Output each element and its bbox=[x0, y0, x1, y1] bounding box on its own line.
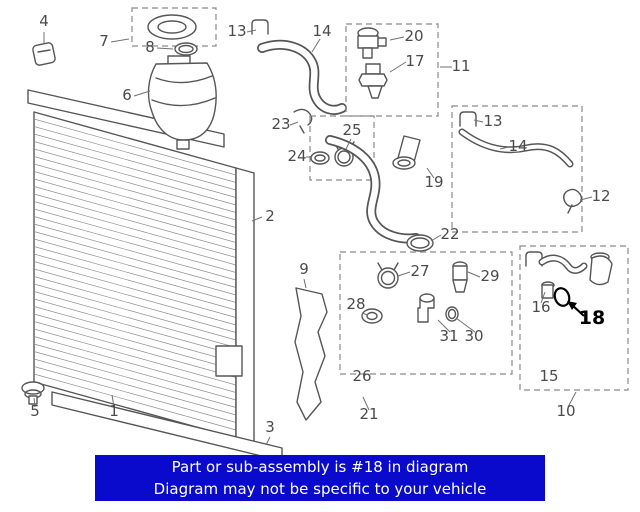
wire-clip-23 bbox=[293, 108, 313, 126]
highlight-arrow bbox=[567, 301, 585, 317]
shroud-bracket bbox=[294, 287, 328, 421]
elbow-fitting-right bbox=[589, 252, 613, 286]
hose-clamp-top bbox=[525, 251, 543, 267]
cap-seal-ring bbox=[174, 42, 198, 56]
spring-clamp-27 bbox=[377, 262, 399, 289]
upper-hose-group bbox=[251, 19, 347, 115]
reservoir-cap bbox=[147, 14, 197, 40]
mount-bracket-part bbox=[32, 42, 56, 66]
part-label-27: 27 bbox=[410, 262, 429, 280]
part-label-12: 12 bbox=[591, 187, 610, 205]
part-label-29: 29 bbox=[480, 267, 499, 285]
part-label-2: 2 bbox=[265, 207, 275, 225]
fitting-dashed-box bbox=[339, 251, 513, 375]
radiator-assembly bbox=[27, 89, 283, 462]
right-hose-group bbox=[451, 105, 583, 233]
flange-dashed-box bbox=[345, 23, 439, 117]
part-label-18-highlighted: 18 bbox=[579, 307, 605, 329]
tee-fitting-part bbox=[357, 27, 387, 59]
hose-clamp-13a bbox=[251, 19, 269, 35]
part-label-17: 17 bbox=[405, 52, 424, 70]
banner-line-2: Diagram may not be specific to your vehi… bbox=[153, 480, 487, 498]
part-label-9: 9 bbox=[299, 260, 309, 278]
part-label-3: 3 bbox=[265, 418, 275, 436]
highlighted-oring-18 bbox=[553, 287, 571, 307]
thermostat-housing-part bbox=[392, 135, 421, 170]
clamp-dashed-box bbox=[309, 115, 375, 181]
flange-sensor-group bbox=[345, 23, 439, 170]
part-label-11: 11 bbox=[451, 57, 470, 75]
part-label-13b: 13 bbox=[483, 112, 502, 130]
spring-clamp-25 bbox=[333, 141, 355, 167]
part-label-19: 19 bbox=[424, 173, 443, 191]
banner-line-1: Part or sub-assembly is #18 in diagram bbox=[171, 458, 469, 476]
radiator-bracket bbox=[215, 345, 243, 377]
part-label-15: 15 bbox=[539, 367, 558, 385]
fitting-group-26 bbox=[339, 251, 513, 375]
clip-clamp-group bbox=[293, 108, 375, 181]
part-label-14b: 14 bbox=[508, 137, 527, 155]
part-label-5: 5 bbox=[30, 402, 40, 420]
part-label-26: 26 bbox=[352, 367, 371, 385]
hose-clamp-13b bbox=[459, 111, 477, 127]
part-label-6: 6 bbox=[122, 86, 132, 104]
expansion-tank bbox=[147, 55, 217, 150]
part-label-10: 10 bbox=[556, 402, 575, 420]
part-label-8: 8 bbox=[145, 38, 155, 56]
part-label-7: 7 bbox=[99, 32, 109, 50]
part-label-22: 22 bbox=[440, 225, 459, 243]
cap-dashed-box bbox=[131, 7, 217, 47]
part-labels: 4 7 8 13 14 20 17 11 6 23 25 24 13 14 12… bbox=[30, 12, 610, 436]
temp-sensor-29 bbox=[452, 261, 468, 293]
part-label-16: 16 bbox=[531, 298, 550, 316]
radiator-hatch bbox=[33, 118, 237, 431]
hose-clamp-22 bbox=[406, 234, 434, 252]
oring-30 bbox=[445, 306, 459, 322]
info-banner: Part or sub-assembly is #18 in diagram D… bbox=[95, 455, 545, 501]
part-label-21: 21 bbox=[359, 405, 378, 423]
radiator-core bbox=[33, 111, 237, 439]
sensor-part bbox=[358, 63, 388, 99]
part-label-13a: 13 bbox=[227, 22, 246, 40]
elbow-fitting-31 bbox=[417, 293, 435, 323]
part-label-23: 23 bbox=[271, 115, 290, 133]
part-label-31: 31 bbox=[439, 327, 458, 345]
highlight-dashed-box bbox=[519, 245, 629, 391]
part-label-25: 25 bbox=[342, 121, 361, 139]
pipe-stub-16 bbox=[541, 281, 555, 299]
fitting-group-15 bbox=[519, 245, 629, 391]
part-label-14a: 14 bbox=[312, 22, 331, 40]
part-label-4: 4 bbox=[39, 12, 49, 30]
oring-24 bbox=[310, 151, 330, 165]
leader-lines bbox=[33, 29, 593, 446]
plug-28 bbox=[361, 308, 383, 324]
lower-hose-group bbox=[325, 135, 434, 252]
retainer-clip-12 bbox=[563, 188, 583, 214]
cap-group bbox=[131, 7, 217, 56]
part-label-24: 24 bbox=[287, 147, 306, 165]
part-label-20: 20 bbox=[404, 27, 423, 45]
part-label-30: 30 bbox=[464, 327, 483, 345]
right-hose-dashed-box bbox=[451, 105, 583, 233]
radiator-side-tank bbox=[235, 167, 255, 444]
part-label-1: 1 bbox=[109, 402, 119, 420]
part-label-28: 28 bbox=[346, 295, 365, 313]
grommet-part bbox=[21, 381, 45, 405]
